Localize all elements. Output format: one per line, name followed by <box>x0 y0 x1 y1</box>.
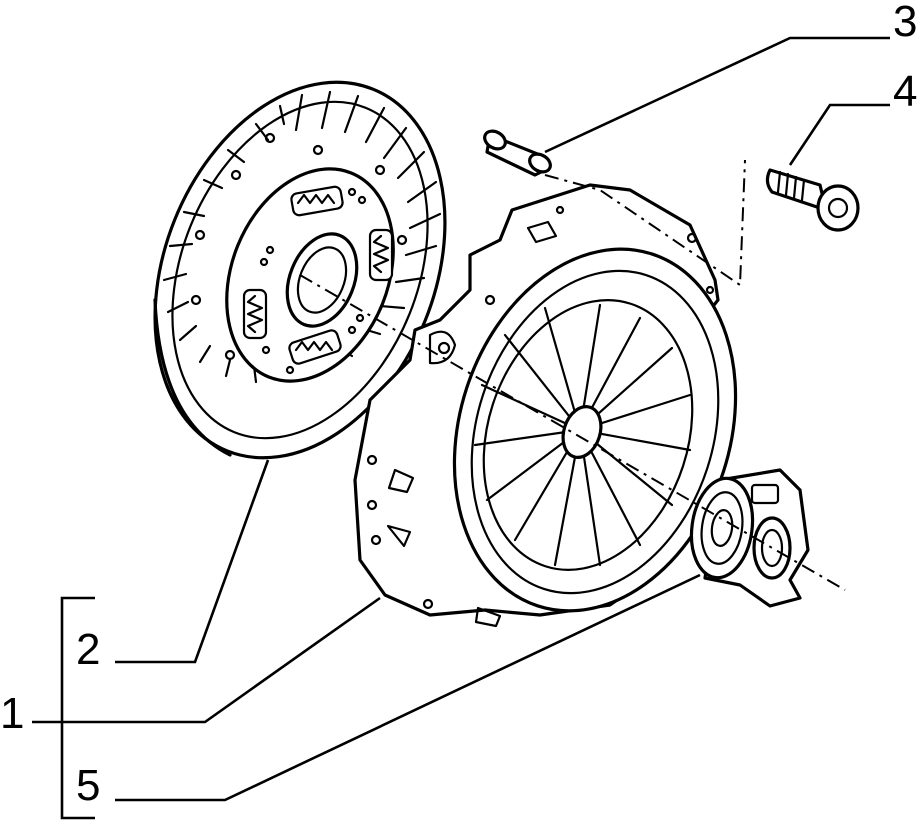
dowel-pin-icon <box>483 129 552 177</box>
axis-centerline <box>299 274 846 591</box>
callout-3: 3 <box>893 0 917 46</box>
callout-5: 5 <box>76 761 100 810</box>
bolt-icon <box>765 168 860 232</box>
release-bearing-icon <box>689 468 810 608</box>
pressure-plate-icon <box>353 183 738 628</box>
callout-4: 4 <box>893 67 917 116</box>
callout-1: 1 <box>0 689 24 738</box>
callout-2: 2 <box>76 625 100 674</box>
leader-lines <box>32 36 890 820</box>
clutch-disc-icon <box>153 80 447 460</box>
